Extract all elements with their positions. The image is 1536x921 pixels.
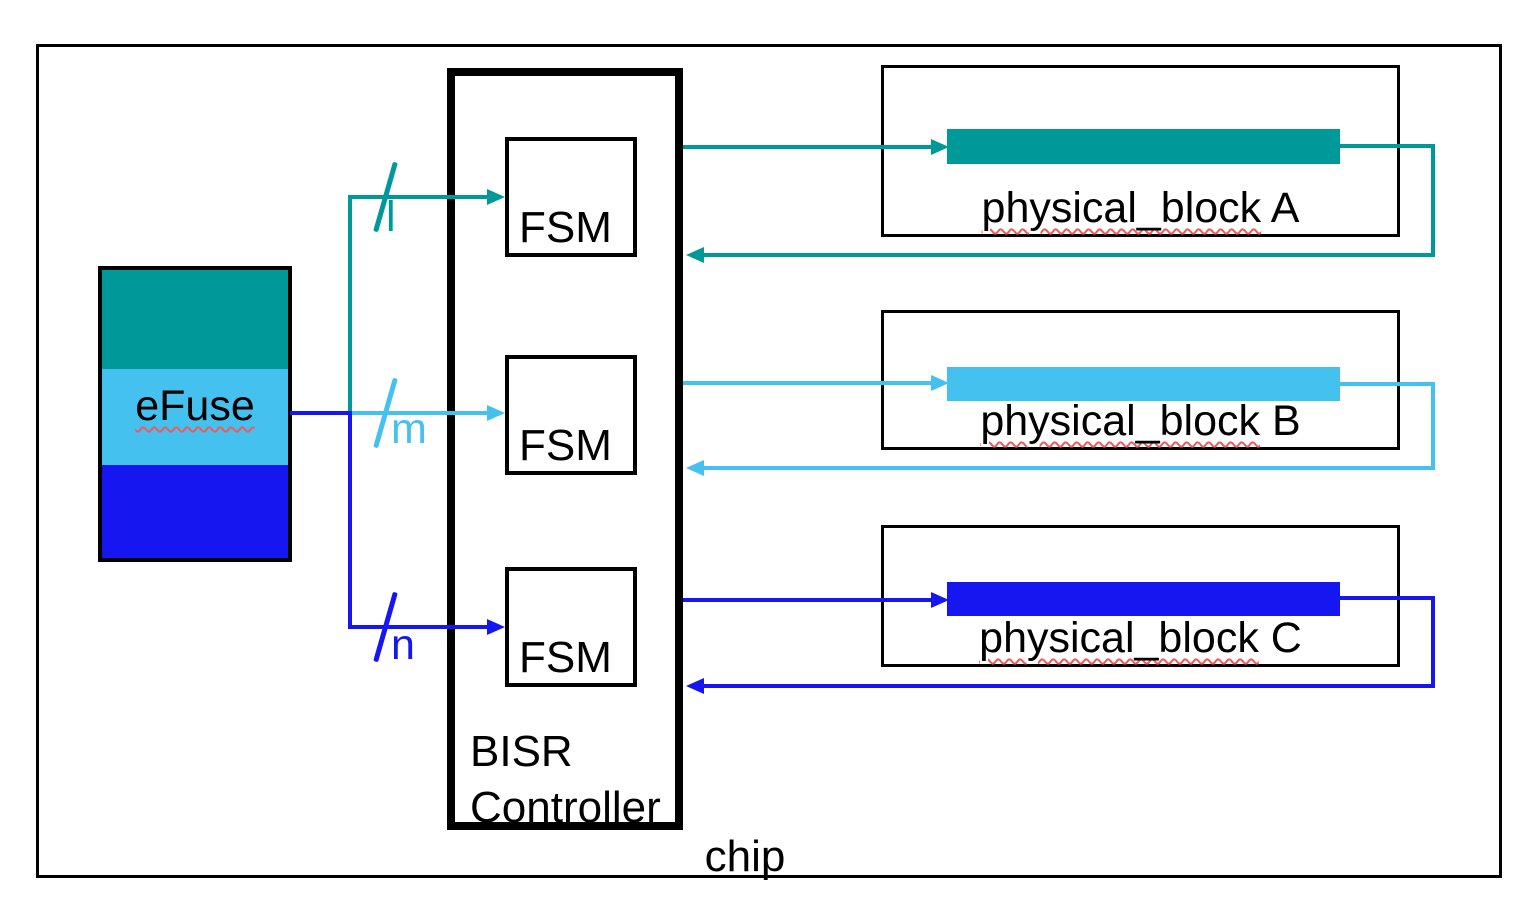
bus-a-vertical-line <box>348 195 352 413</box>
fsm-box-b: FSM <box>505 355 637 475</box>
controller-to-block-c-line <box>683 598 933 602</box>
bus-c-width-label: n <box>391 621 415 669</box>
bus-b-width-label: m <box>391 405 427 453</box>
bisr-controller-label-line1: BISR <box>470 727 573 776</box>
efuse-segment-teal <box>102 270 288 369</box>
physical-block-b: physical_block B <box>881 310 1400 450</box>
block-b-return-vertical-line <box>1431 382 1435 470</box>
physical-block-a: physical_block A <box>881 65 1400 237</box>
bus-a-line-to-fsm <box>348 195 489 199</box>
physical-block-c-suffix: C <box>1258 614 1302 662</box>
bus-c-vertical-line <box>348 411 352 629</box>
physical-block-b-name: physical_block <box>980 397 1260 445</box>
block-a-return-top-line <box>1338 144 1435 148</box>
efuse-output-line <box>290 411 352 415</box>
block-b-return-arrowhead-icon <box>686 460 704 476</box>
block-c-return-top-line <box>1338 596 1435 600</box>
controller-to-block-c-arrowhead-icon <box>931 592 949 608</box>
repair-bar-c <box>947 582 1340 616</box>
block-b-return-top-line <box>1338 382 1435 386</box>
bus-c-arrowhead-icon <box>487 619 505 635</box>
fsm-label-b: FSM <box>519 421 612 470</box>
block-b-return-line <box>702 466 1433 470</box>
repair-bar-a <box>947 129 1340 164</box>
physical-block-b-label: physical_block B <box>884 397 1397 446</box>
fsm-label-c: FSM <box>519 633 612 682</box>
fsm-label-a: FSM <box>519 203 612 252</box>
physical-block-b-suffix: B <box>1260 397 1301 445</box>
repair-bar-b <box>947 367 1340 401</box>
block-a-return-vertical-line <box>1431 144 1435 257</box>
block-a-return-arrowhead-icon <box>686 247 704 263</box>
block-c-return-line <box>702 684 1433 688</box>
bus-a-arrowhead-icon <box>487 189 505 205</box>
fsm-box-a: FSM <box>505 137 637 257</box>
physical-block-a-name: physical_block <box>981 184 1262 232</box>
chip-label: chip <box>704 832 786 881</box>
block-c-return-arrowhead-icon <box>686 678 704 694</box>
physical-block-c-label: physical_block C <box>884 614 1397 663</box>
bus-c-line-to-fsm <box>348 625 489 629</box>
controller-to-block-b-arrowhead-icon <box>931 375 949 391</box>
bisr-controller-label: BISR Controller <box>470 724 661 836</box>
physical-block-c: physical_block C <box>881 525 1400 667</box>
bus-b-line-to-fsm <box>352 411 489 415</box>
chip-boundary-box <box>36 44 1502 878</box>
bus-a-width-label: l <box>386 193 396 241</box>
physical-block-a-suffix: A <box>1261 184 1300 232</box>
bus-b-arrowhead-icon <box>487 405 505 421</box>
block-c-return-vertical-line <box>1431 596 1435 688</box>
fsm-box-c: FSM <box>505 567 637 687</box>
efuse-label: eFuse <box>135 382 255 430</box>
controller-to-block-b-line <box>683 381 933 385</box>
controller-to-block-a-line <box>683 145 933 149</box>
physical-block-a-label: physical_block A <box>884 184 1397 233</box>
physical-block-c-name: physical_block <box>979 614 1259 662</box>
bisr-controller-box <box>447 68 683 830</box>
block-a-return-line <box>702 253 1433 257</box>
bisr-controller-label-line2: Controller <box>470 783 661 832</box>
efuse-segment-sky <box>102 369 288 465</box>
efuse-segment-blue <box>102 465 288 558</box>
efuse-block: eFuse <box>98 266 292 562</box>
controller-to-block-a-arrowhead-icon <box>931 139 949 155</box>
